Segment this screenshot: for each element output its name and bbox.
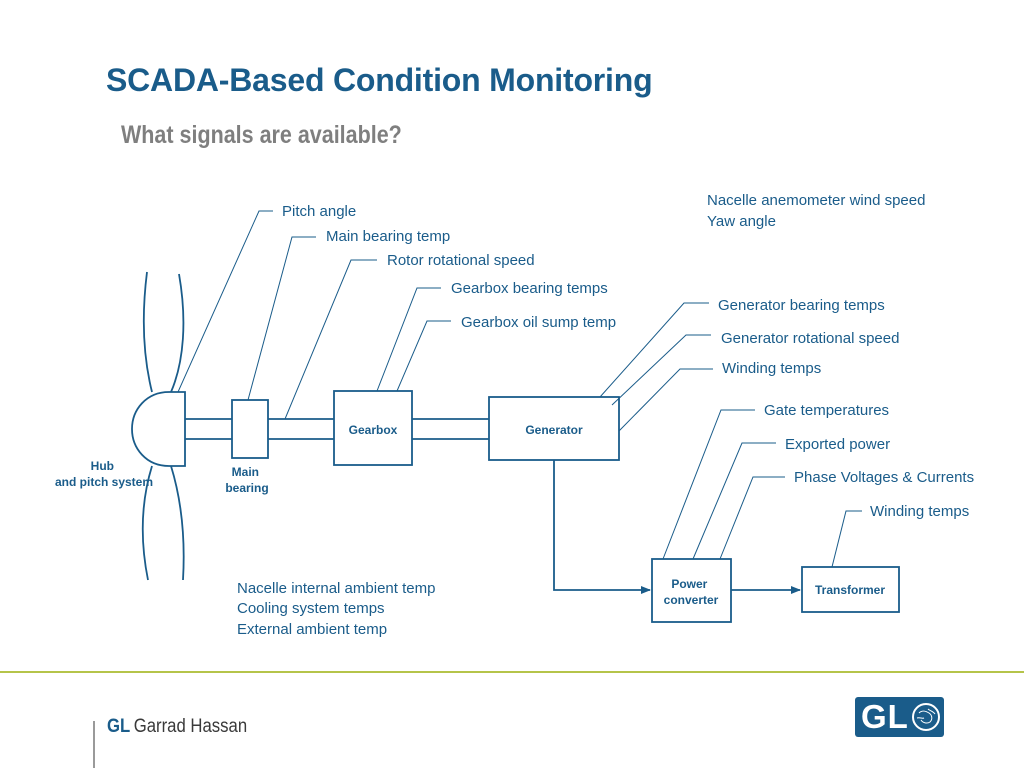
component-hub-label: Hub and pitch system xyxy=(55,459,153,489)
blade-top xyxy=(142,271,185,393)
signal-generator-bearing-temps: Generator bearing temps xyxy=(718,297,885,314)
leader-phase-voltages xyxy=(719,476,785,560)
component-transformer-label: Transformer xyxy=(815,583,885,597)
signal-exported-power: Exported power xyxy=(785,436,890,453)
signal-gate-temperatures: Gate temperatures xyxy=(764,402,889,419)
leader-pitch-angle xyxy=(177,210,273,393)
main-shaft xyxy=(185,418,334,440)
leader-main-bearing-temp xyxy=(247,236,316,401)
leader-gearbox-bearing xyxy=(376,287,441,392)
logo-text: GL xyxy=(861,698,909,735)
signal-pitch-angle: Pitch angle xyxy=(282,203,356,220)
page-subtitle: What signals are available? xyxy=(121,121,402,149)
main-bearing-box xyxy=(231,399,269,459)
leader-gate-temps xyxy=(662,409,755,560)
signal-nacelle-internal-temp: Nacelle internal ambient temp xyxy=(237,580,435,597)
signal-rotor-speed: Rotor rotational speed xyxy=(387,252,535,269)
component-power-converter-label: Power converter xyxy=(664,577,719,607)
drivetrain-diagram: Pitch angle Main bearing temp Rotor rota… xyxy=(55,192,974,638)
component-main-bearing-label: Main bearing xyxy=(225,465,268,495)
signal-transformer-winding-temps: Winding temps xyxy=(870,503,969,520)
signal-yaw-angle: Yaw angle xyxy=(707,213,776,230)
brand-bold: GL xyxy=(107,716,131,737)
signal-external-ambient-temp: External ambient temp xyxy=(237,621,387,638)
component-generator-label: Generator xyxy=(525,423,583,437)
footer-divider xyxy=(93,721,95,768)
footer-rule xyxy=(0,671,1024,673)
gl-logo: GL xyxy=(855,697,944,737)
brand-text: Garrad Hassan xyxy=(133,716,248,737)
leader-transformer-winding xyxy=(831,510,862,568)
leader-gearbox-oil xyxy=(396,320,451,392)
component-gearbox-label: Gearbox xyxy=(349,423,398,437)
globe-icon xyxy=(912,703,940,731)
transformer-box xyxy=(801,566,900,613)
signal-generator-winding-temps: Winding temps xyxy=(722,360,821,377)
leader-generator-speed xyxy=(611,334,711,406)
high-speed-shaft xyxy=(412,418,489,440)
signal-generator-speed: Generator rotational speed xyxy=(721,330,899,347)
generator-to-converter-arrow xyxy=(553,460,651,594)
signal-gearbox-bearing-temps: Gearbox bearing temps xyxy=(451,280,608,297)
hub-shape xyxy=(131,391,186,467)
leader-rotor-speed xyxy=(284,259,377,420)
leader-generator-winding xyxy=(618,368,713,432)
gearbox-box xyxy=(333,390,413,466)
signal-gearbox-oil-temp: Gearbox oil sump temp xyxy=(461,314,616,331)
leader-generator-bearing xyxy=(599,302,709,398)
leader-exported-power xyxy=(692,442,776,560)
blade-bottom xyxy=(141,465,185,581)
signal-phase-voltages-currents: Phase Voltages & Currents xyxy=(794,469,974,486)
signal-cooling-system-temps: Cooling system temps xyxy=(237,600,385,617)
page-title: SCADA-Based Condition Monitoring xyxy=(106,62,653,98)
signal-nacelle-wind-speed: Nacelle anemometer wind speed xyxy=(707,192,925,209)
signal-main-bearing-temp: Main bearing temp xyxy=(326,228,450,245)
